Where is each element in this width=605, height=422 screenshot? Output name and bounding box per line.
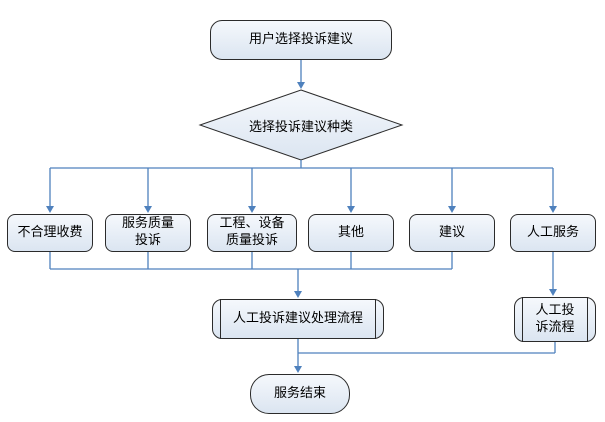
category-engineering-equipment: 工程、设备 质量投诉 bbox=[207, 214, 297, 252]
connector-lines bbox=[49, 60, 556, 367]
arrowheads bbox=[46, 82, 557, 373]
category-unreasonable-fees: 不合理收费 bbox=[7, 214, 93, 252]
end-terminator: 服务结束 bbox=[250, 374, 350, 414]
arrow-into-diamond bbox=[297, 82, 305, 89]
arrow-into-category-5 bbox=[448, 206, 456, 213]
manual-complaint-suggestion-process: 人工投诉建议处理流程 bbox=[212, 299, 384, 339]
decision-diamond-label: 选择投诉建议种类 bbox=[248, 119, 353, 135]
arrow-into-category-3 bbox=[248, 206, 256, 213]
arrow-into-end bbox=[294, 366, 302, 373]
category-service-quality: 服务质量 投诉 bbox=[105, 214, 191, 252]
arrow-into-process-main bbox=[294, 291, 302, 298]
category-other: 其他 bbox=[308, 214, 394, 252]
arrow-into-category-2 bbox=[144, 206, 152, 213]
arrow-into-category-4 bbox=[347, 206, 355, 213]
category-manual-service: 人工服务 bbox=[510, 214, 596, 252]
category-suggestion: 建议 bbox=[409, 214, 495, 252]
manual-complaint-process: 人工投 诉流程 bbox=[514, 297, 596, 342]
arrow-into-category-1 bbox=[46, 206, 54, 213]
manual-complaint-suggestion-process-label: 人工投诉建议处理流程 bbox=[232, 310, 363, 326]
manual-complaint-process-label: 人工投 诉流程 bbox=[535, 302, 575, 335]
start-terminator: 用户选择投诉建议 bbox=[210, 20, 392, 60]
arrow-into-process-manual bbox=[549, 289, 557, 296]
arrow-into-category-6 bbox=[549, 206, 557, 213]
